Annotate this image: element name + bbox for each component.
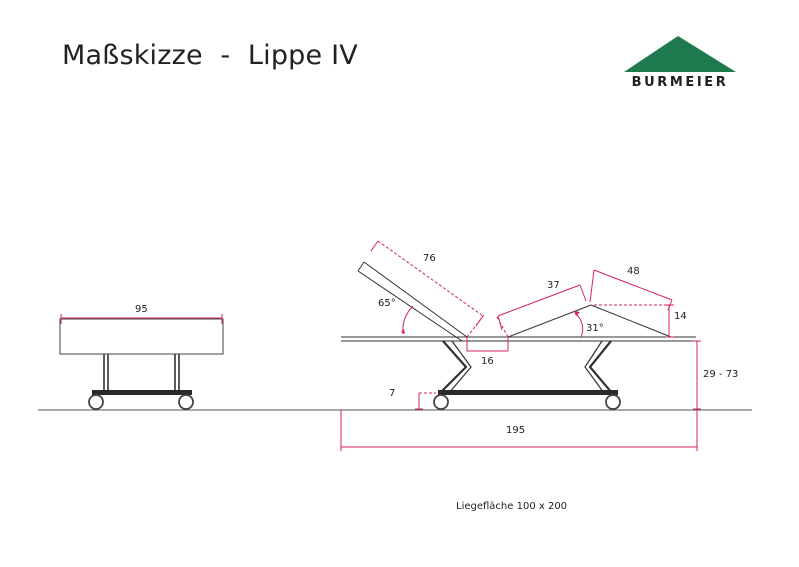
label-head-length: 76 <box>423 253 436 264</box>
label-leg-length: 48 <box>627 266 640 277</box>
dim-total-length <box>340 410 698 451</box>
side-dimensions <box>340 240 701 451</box>
dim-floor-clearance <box>415 392 436 410</box>
label-knee-length: 37 <box>547 280 560 291</box>
dim-knee-angle <box>575 313 584 338</box>
burmeier-logo: BURMEIER <box>618 34 742 94</box>
dim-knee-length <box>497 284 587 331</box>
label-knee-angle: 31° <box>586 323 604 334</box>
page-title: Maßskizze - Lippe IV <box>62 40 358 71</box>
label-total-length: 195 <box>506 425 526 436</box>
label-floor-clearance: 7 <box>389 388 396 399</box>
dim-head-angle <box>402 305 414 335</box>
front-width-dimension <box>60 314 223 324</box>
label-width-front: 95 <box>135 304 148 315</box>
logo-roof-icon <box>624 36 736 72</box>
side-view <box>341 261 696 410</box>
label-gap: 16 <box>481 356 494 367</box>
label-head-angle: 65° <box>378 298 396 309</box>
dim-height-range <box>693 340 701 410</box>
dim-gap <box>466 314 509 352</box>
logo-text: BURMEIER <box>631 75 729 90</box>
label-knee-height: 14 <box>674 311 687 322</box>
dim-knee-height <box>594 304 674 338</box>
front-view <box>59 318 224 410</box>
caption-lying-surface: Liegefläche 100 x 200 <box>456 501 568 512</box>
label-height-range: 29 - 73 <box>703 369 739 380</box>
